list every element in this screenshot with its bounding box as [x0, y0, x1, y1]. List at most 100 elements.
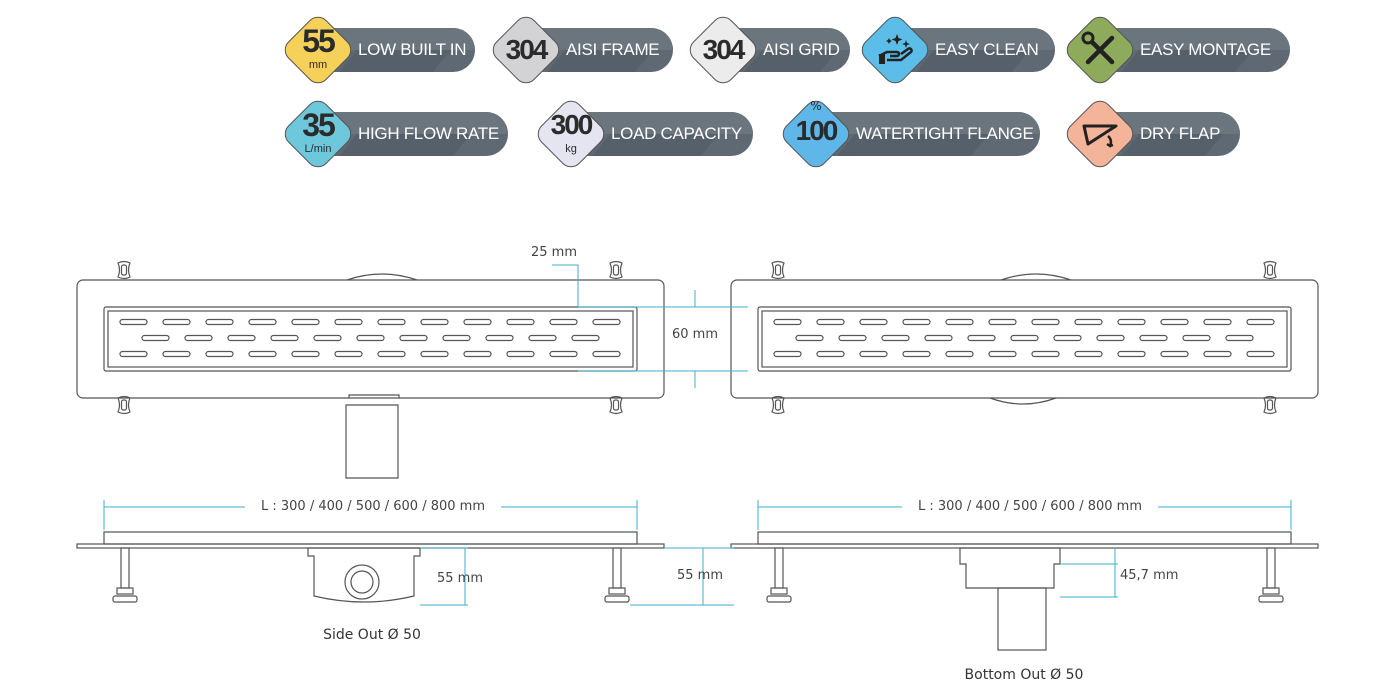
grate-inner: [107, 310, 634, 368]
mounting-leg-icon: [117, 260, 131, 280]
grate-slot: [463, 318, 492, 326]
badge-diamond: [1061, 95, 1139, 173]
leg-bolt: [612, 264, 620, 276]
feature-badge: DRY FLAP: [1061, 95, 1240, 173]
grate-slot: [1160, 350, 1189, 358]
badge-diamond: 304: [487, 11, 565, 89]
adjustable-leg: [1266, 547, 1276, 589]
badge-diamond: [856, 11, 934, 89]
leg-bolt: [774, 399, 782, 411]
grate-slot: [859, 318, 888, 326]
length-label-left: L : 300 / 400 / 500 / 600 / 800 mm: [261, 499, 485, 514]
grate-margin-dimension: [552, 264, 579, 307]
grate-slot: [1117, 318, 1146, 326]
grate-slot: [1031, 350, 1060, 358]
leg-bolt: [1266, 264, 1274, 276]
grate-slot: [184, 334, 213, 342]
adjustable-leg: [612, 547, 622, 589]
channel: [757, 531, 1292, 545]
grate-slot: [549, 318, 578, 326]
badge-label: WATERTIGHT FLANGE: [856, 124, 1034, 143]
badge-label: AISI GRID: [763, 40, 840, 59]
side-height-label: 55 mm: [437, 571, 483, 586]
frame-outline: [730, 279, 1319, 399]
feature-badge: EASY CLEAN: [856, 11, 1055, 89]
mounting-leg-icon: [1263, 260, 1277, 280]
badge-number: 100: [795, 115, 839, 146]
leg-bolt: [1266, 399, 1274, 411]
grate-slot: [528, 334, 557, 342]
grate-slot: [162, 350, 191, 358]
grate-slot: [902, 350, 931, 358]
channel: [103, 531, 638, 545]
mounting-leg-icon: [771, 395, 785, 415]
side-outlet-port: [344, 564, 380, 600]
bottom-out-label: Bottom Out Ø 50: [965, 667, 1084, 683]
grate-slot: [773, 318, 802, 326]
grate-slot: [1203, 350, 1232, 358]
grate-slot: [1096, 334, 1125, 342]
grate-outline: [103, 306, 638, 372]
grate-slot: [442, 334, 471, 342]
badge-percent: %: [810, 99, 822, 113]
grate-slot: [571, 334, 600, 342]
grate-slot: [291, 318, 320, 326]
feature-badge: EASY MONTAGE: [1061, 11, 1290, 89]
side-outlet-port-inner: [350, 570, 374, 594]
grate-slot: [549, 350, 578, 358]
grate-slot: [399, 334, 428, 342]
grate-slot: [334, 350, 363, 358]
side-outlet-body: [307, 547, 421, 603]
grate-slot: [1031, 318, 1060, 326]
badge-diamond: [1061, 11, 1139, 89]
mounting-leg-icon: [771, 260, 785, 280]
grate-slot: [463, 350, 492, 358]
grate-width-label: 60 mm: [672, 327, 718, 342]
grate-slot: [248, 350, 277, 358]
grate-slot: [816, 318, 845, 326]
badge-label: LOW BUILT IN: [358, 40, 467, 59]
grate-slot: [420, 318, 449, 326]
grate-slot: [592, 350, 621, 358]
leg-foot: [112, 595, 138, 603]
bottom-height-dimension: [1060, 548, 1118, 598]
badge-unit: L/min: [304, 143, 332, 155]
leg-nut: [1262, 587, 1280, 595]
leg-bolt: [612, 399, 620, 411]
grate-slot: [162, 318, 191, 326]
badge-diamond: 100%: [777, 95, 855, 173]
badge-label: AISI FRAME: [566, 40, 660, 59]
leg-bolt: [774, 264, 782, 276]
grate-slot: [506, 350, 535, 358]
grate-slot: [270, 334, 299, 342]
leg-nut: [608, 587, 626, 595]
center-height-dimension: [630, 547, 734, 606]
mounting-leg-icon: [609, 395, 623, 415]
leg-foot: [766, 595, 792, 603]
grate-slot: [945, 350, 974, 358]
leg-bolt: [120, 399, 128, 411]
grate-slot: [902, 318, 931, 326]
badge-label: HIGH FLOW RATE: [358, 124, 499, 143]
grate-slot: [816, 350, 845, 358]
grate-slot: [967, 334, 996, 342]
bottom-outlet-body: [959, 547, 1061, 589]
leg-nut: [116, 587, 134, 595]
grate-slot: [795, 334, 824, 342]
mounting-leg-icon: [1263, 395, 1277, 415]
grate-slot: [838, 334, 867, 342]
bottom-outlet-arc: [989, 397, 1057, 405]
grate-outline: [757, 306, 1292, 372]
leg-foot: [1258, 595, 1284, 603]
mounting-leg-icon: [117, 395, 131, 415]
badge-number: 300: [550, 109, 594, 140]
grate-slot: [1010, 334, 1039, 342]
leg-foot: [604, 595, 630, 603]
